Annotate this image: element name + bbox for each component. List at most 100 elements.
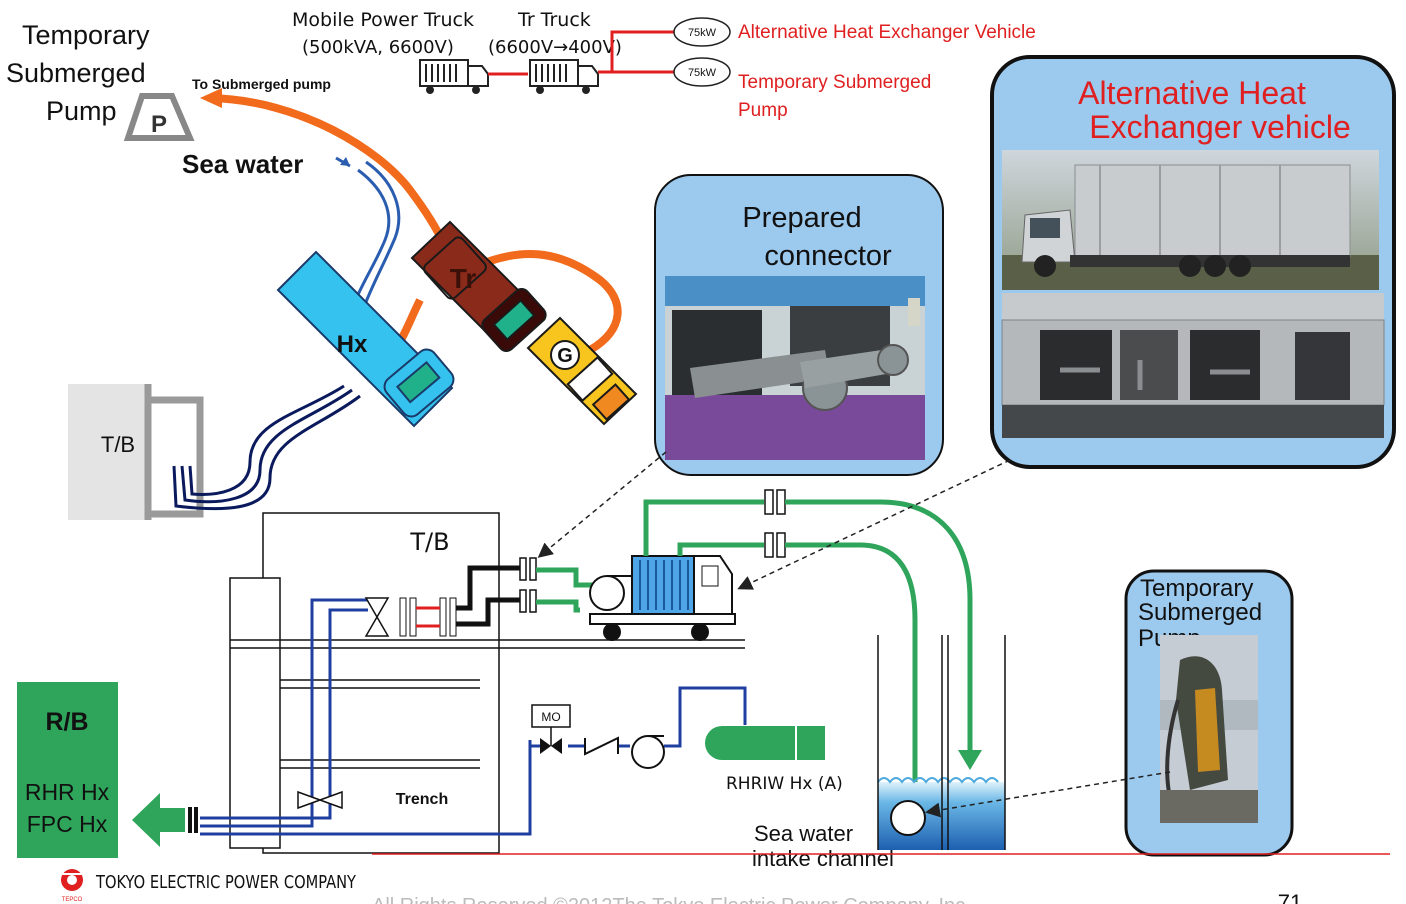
pump-letter: P — [151, 111, 167, 138]
tb-lower-label: T/B — [409, 528, 449, 556]
rhriw-hx-label: RHRIW Hx (A) — [726, 774, 843, 794]
footer: TEPCO TOKYO ELECTRIC POWER COMPANY All R… — [61, 853, 1390, 904]
navy-pipe-3 — [188, 384, 345, 496]
tepco-logo-text: TEPCO — [62, 897, 83, 903]
green-discharge-2 — [677, 542, 764, 556]
tepco-logo: TEPCO — [61, 869, 83, 903]
mo-valve: MO — [531, 704, 571, 754]
sea-water-label: Sea water — [182, 149, 303, 179]
flange-rb-1 — [188, 807, 192, 833]
temp-callout-title-2: Submerged — [1138, 599, 1262, 626]
green-suction-line — [785, 542, 918, 820]
g-label: G — [557, 345, 573, 367]
company-name: TOKYO ELECTRIC POWER COMPANY — [95, 872, 357, 893]
blue-pipe-3 — [200, 740, 532, 836]
tr-truck-spec: (6600V→400V) — [488, 37, 622, 58]
alt-title-1: Alternative Heat — [1078, 75, 1306, 111]
tr-label: Tr — [450, 263, 477, 294]
navy-pipe-1 — [180, 388, 353, 504]
prepared-connector-callout: Prepared connector — [654, 174, 944, 476]
mo-label: MO — [541, 710, 560, 724]
green-pipe-b — [536, 599, 580, 613]
connector-flange-1 — [519, 557, 527, 581]
black-pipe-2 — [456, 597, 520, 627]
sea-water-intake-channel — [877, 635, 1006, 850]
prepared-title-1: Prepared — [742, 202, 861, 234]
mobile-truck-spec: (500kVA, 6600V) — [302, 37, 454, 58]
sea-intake-label-2: intake channel — [752, 846, 894, 871]
pointer-vehicle — [737, 459, 1011, 590]
copyright-text: All Rights Reserved ©2012The Tokyo Elect… — [372, 895, 971, 904]
fpc-hx-label: FPC Hx — [27, 811, 108, 837]
temp-pump-title-3: Pump — [46, 96, 117, 126]
sea-water-pipe-2 — [360, 160, 401, 313]
generator-unit: G — [526, 316, 638, 426]
temp-pump-load-label-2: Pump — [738, 100, 788, 121]
connector-flange-2 — [529, 557, 537, 581]
tr-truck-icon — [529, 59, 599, 94]
flange-rb-2 — [194, 807, 198, 833]
flange-g1a — [764, 489, 774, 515]
connector-flange-4 — [529, 589, 537, 613]
tb-building-upper: T/B — [68, 384, 204, 520]
tb-wall-column — [229, 577, 281, 849]
sea-water-arrow-head — [340, 157, 350, 166]
vehicle-photo-1 — [1002, 150, 1379, 290]
sea-water-pipe-1 — [348, 168, 391, 316]
alt-hx-vehicle-callout: Alternative Heat Exchanger vehicle — [990, 55, 1396, 469]
alt-vehicle-load-label: Alternative Heat Exchanger Vehicle — [738, 22, 1036, 43]
green-pipe-a — [536, 567, 592, 588]
green-discharge-1 — [643, 499, 764, 556]
mobile-truck-label: Mobile Power Truck — [292, 9, 474, 31]
tb-upper-label: T/B — [101, 432, 135, 457]
blue-pipe-1 — [200, 608, 368, 820]
flange-g1b — [776, 489, 786, 515]
hx-label: Hx — [337, 331, 368, 358]
temp-callout-title-1: Temporary — [1140, 575, 1253, 602]
pump-symbol: P — [123, 93, 195, 141]
orange-arrow-head — [200, 88, 222, 108]
ground-lines — [230, 639, 745, 649]
connector-flange-3 — [519, 589, 527, 613]
pointer-pump — [925, 771, 1171, 818]
pump-photo — [1160, 635, 1258, 823]
blue-pipe-rhriw — [530, 686, 747, 748]
rb-building — [17, 682, 118, 858]
vehicle-photo-2 — [1001, 293, 1385, 438]
check-valve — [584, 736, 619, 756]
flange-g2b — [776, 532, 786, 558]
rhriw-hx — [705, 726, 825, 760]
temp-pump-callout: Temporary Submerged Pump — [1124, 569, 1294, 857]
sea-intake-label-1: Sea water — [754, 821, 853, 846]
trench-valve — [297, 790, 343, 810]
to-submerged-pump-label: To Submerged pump — [192, 76, 331, 92]
page-number: 71 — [1278, 890, 1302, 904]
flange-g2a — [764, 532, 774, 558]
load-75kw-2-label: 75kW — [688, 67, 717, 79]
isometric-scene: Temporary Submerged Pump P To Submerged … — [6, 20, 638, 520]
tr-unit: Tr — [410, 220, 547, 352]
temp-pump-load-label-1: Temporary Submerged — [738, 72, 931, 93]
load-75kw-1-label: 75kW — [688, 27, 717, 39]
green-discharge-line-1 — [785, 499, 973, 752]
load-75kw-2 — [673, 57, 731, 87]
mobile-power-truck-icon — [419, 59, 489, 94]
temp-pump-title-1: Temporary — [22, 20, 150, 50]
rb-label: R/B — [45, 708, 88, 736]
orange-cable-tr-g — [466, 250, 622, 354]
hx-unit: Hx — [276, 250, 455, 428]
black-pipe-1 — [456, 565, 520, 611]
temp-pump-title-2: Submerged — [6, 58, 146, 88]
load-75kw-1 — [673, 17, 731, 47]
green-discharge-arrow — [958, 750, 982, 770]
rhriw-pump — [631, 735, 665, 769]
rhr-hx-label: RHR Hx — [25, 779, 110, 805]
lower-schematic: T/B Trench R/B RHR Hx FPC Hx — [17, 489, 1006, 871]
prepared-title-2: connector — [764, 240, 892, 272]
navy-pipe-2 — [172, 394, 361, 511]
alt-hx-vehicle-lower — [589, 555, 736, 641]
connector-photo — [665, 276, 925, 460]
blue-pipe-2 — [200, 598, 368, 828]
